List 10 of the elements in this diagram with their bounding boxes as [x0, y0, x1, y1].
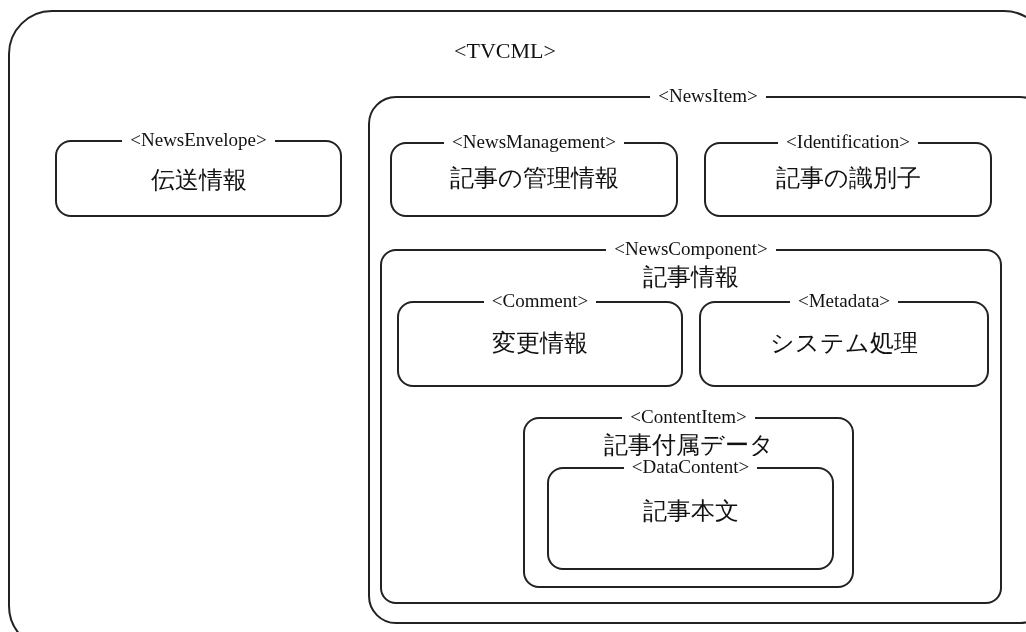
tag-label: <TVCML>: [453, 38, 557, 63]
description-text: 記事本文: [642, 498, 739, 524]
description-text: 変更情報: [492, 330, 588, 356]
description-text: 記事の管理情報: [449, 165, 619, 191]
description-text: システム処理: [770, 330, 918, 356]
description-text: 記事付属データ: [603, 432, 774, 458]
rounded-box: [8, 10, 1026, 632]
description-text: 記事の識別子: [775, 165, 921, 191]
description-text: 伝送情報: [150, 167, 247, 193]
description-text: 記事情報: [643, 264, 739, 290]
